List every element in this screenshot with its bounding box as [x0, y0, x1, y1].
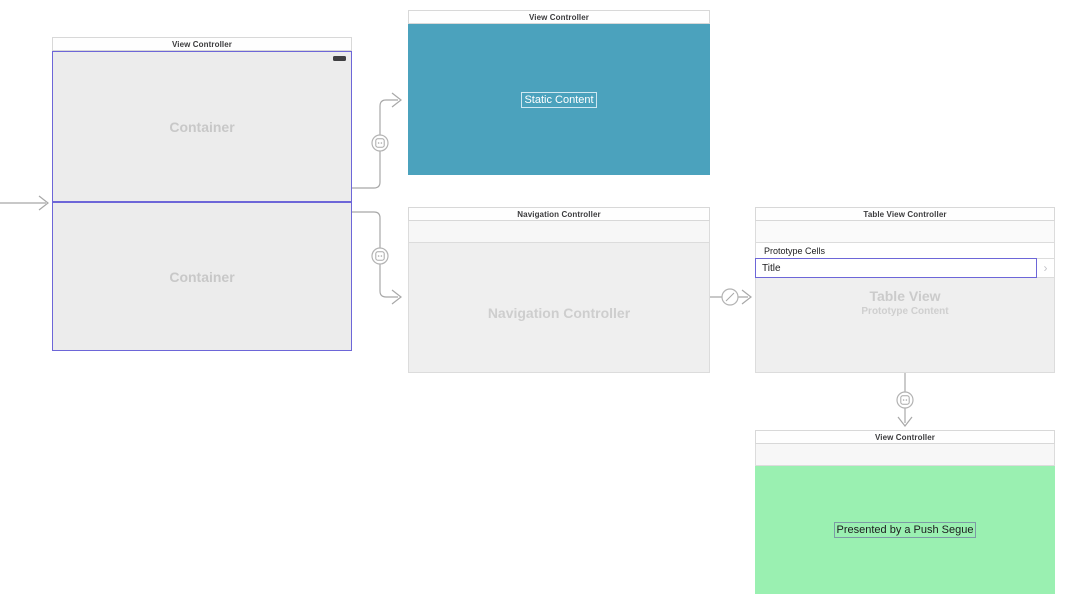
scene-title: View Controller: [874, 432, 936, 442]
prototype-cells-label: Prototype Cells: [764, 245, 826, 256]
embed-segue-top[interactable]: [352, 92, 402, 189]
scene-push-vc: View Controller Presented by a Push Segu…: [755, 430, 1055, 594]
cell-accessory-view: ›: [1037, 258, 1055, 278]
embed-segue-bottom[interactable]: [352, 211, 402, 305]
battery-icon: [333, 56, 346, 61]
scene-title: View Controller: [171, 39, 233, 49]
prototype-cell-content[interactable]: Title: [755, 258, 1037, 278]
container-view-top[interactable]: Container: [52, 51, 352, 202]
scene-container-vc: View Controller Container Container: [52, 37, 352, 351]
scene-title: View Controller: [528, 12, 590, 22]
static-vc-view[interactable]: Static Content: [408, 24, 710, 175]
navigation-bar[interactable]: [755, 444, 1055, 466]
push-segue[interactable]: [896, 373, 914, 427]
container-placeholder-label: Container: [169, 268, 235, 285]
scene-title: Navigation Controller: [517, 209, 601, 219]
table-view[interactable]: Table View Prototype Content: [755, 278, 1055, 373]
scene-title-bar[interactable]: Table View Controller: [755, 207, 1055, 221]
scene-title-bar[interactable]: View Controller: [52, 37, 352, 51]
container-view-bottom[interactable]: Container: [52, 202, 352, 351]
push-segue-icon: [900, 395, 910, 405]
push-vc-view[interactable]: Presented by a Push Segue: [755, 466, 1055, 594]
scene-nav-controller: Navigation Controller Navigation Control…: [408, 207, 710, 373]
scene-title: Table View Controller: [863, 209, 947, 219]
prototype-cells-header: Prototype Cells: [755, 243, 1055, 258]
scene-title-bar[interactable]: View Controller: [755, 430, 1055, 444]
table-view-placeholder: Table View Prototype Content: [756, 288, 1054, 317]
scene-static-vc: View Controller Static Content: [408, 10, 710, 175]
cell-title-label: Title: [762, 262, 781, 274]
table-header-strip[interactable]: [755, 221, 1055, 243]
embed-segue-icon: [375, 251, 385, 261]
scene-title-bar[interactable]: Navigation Controller: [408, 207, 710, 221]
table-view-label: Table View: [869, 288, 941, 304]
nav-controller-placeholder-label: Navigation Controller: [487, 305, 631, 321]
push-segue-label[interactable]: Presented by a Push Segue: [833, 522, 977, 538]
initial-vc-arrow[interactable]: [0, 195, 49, 211]
prototype-cell[interactable]: Title ›: [755, 258, 1055, 278]
scene-table-vc: Table View Controller Prototype Cells Ti…: [755, 207, 1055, 373]
nav-controller-view[interactable]: Navigation Controller: [408, 243, 710, 373]
disclosure-chevron-icon: ›: [1043, 261, 1048, 275]
embed-segue-icon: [375, 138, 385, 148]
container-placeholder-label: Container: [169, 118, 235, 135]
navigation-bar[interactable]: [408, 221, 710, 243]
scene-title-bar[interactable]: View Controller: [408, 10, 710, 24]
push-segue-icon: [725, 292, 735, 302]
prototype-content-label: Prototype Content: [861, 306, 949, 317]
static-content-label[interactable]: Static Content: [521, 91, 597, 108]
root-segue[interactable]: [710, 288, 752, 306]
